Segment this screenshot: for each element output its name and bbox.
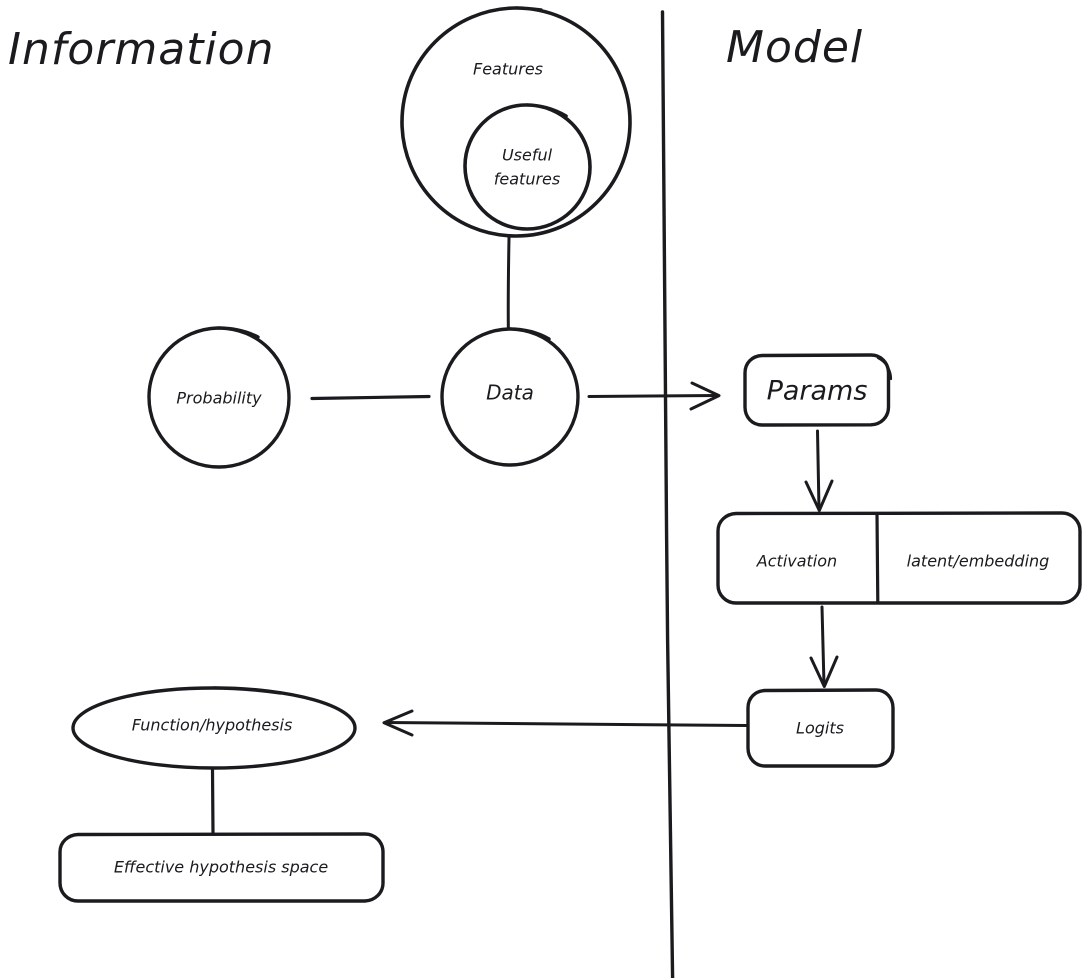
node-probability-label: Probability xyxy=(176,389,262,408)
node-activation-label: Activation xyxy=(756,552,837,571)
edge-features-to-data xyxy=(506,236,511,335)
node-activation-latent-group: Activation latent/embedding xyxy=(716,511,1082,605)
edge-logits-to-function xyxy=(382,709,748,737)
edge-probability-to-data xyxy=(310,394,431,401)
node-features-label: Features xyxy=(473,60,543,79)
node-data[interactable]: Data xyxy=(440,327,580,467)
edge-function-to-effective-space xyxy=(210,768,215,835)
node-function-hypothesis-label: Function/hypothesis xyxy=(132,716,293,735)
node-data-label: Data xyxy=(486,381,534,405)
node-latent-embedding[interactable]: latent/embedding xyxy=(907,552,1050,571)
node-effective-hypothesis-space-label: Effective hypothesis space xyxy=(114,858,329,877)
node-useful-features[interactable]: Useful features xyxy=(463,103,592,231)
vertical-divider xyxy=(660,10,675,978)
edge-params-to-activation xyxy=(804,429,834,512)
node-params-label: Params xyxy=(767,376,868,407)
activation-latent-divider xyxy=(875,512,880,604)
node-effective-hypothesis-space[interactable]: Effective hypothesis space xyxy=(58,832,385,903)
title-information: Information xyxy=(8,24,274,75)
node-useful-features-label-line1: Useful xyxy=(502,146,553,165)
node-probability[interactable]: Probability xyxy=(147,326,291,469)
node-activation[interactable]: Activation xyxy=(756,552,837,571)
node-logits-label: Logits xyxy=(796,719,844,738)
node-function-hypothesis[interactable]: Function/hypothesis xyxy=(71,686,357,770)
title-model: Model xyxy=(726,22,863,73)
node-params[interactable]: Params xyxy=(743,353,893,427)
edge-data-to-params xyxy=(587,381,721,411)
edge-activation-to-logits xyxy=(809,605,839,688)
node-logits[interactable]: Logits xyxy=(746,688,895,768)
node-useful-features-label-line2: features xyxy=(494,170,560,189)
node-latent-embedding-label: latent/embedding xyxy=(907,552,1050,571)
